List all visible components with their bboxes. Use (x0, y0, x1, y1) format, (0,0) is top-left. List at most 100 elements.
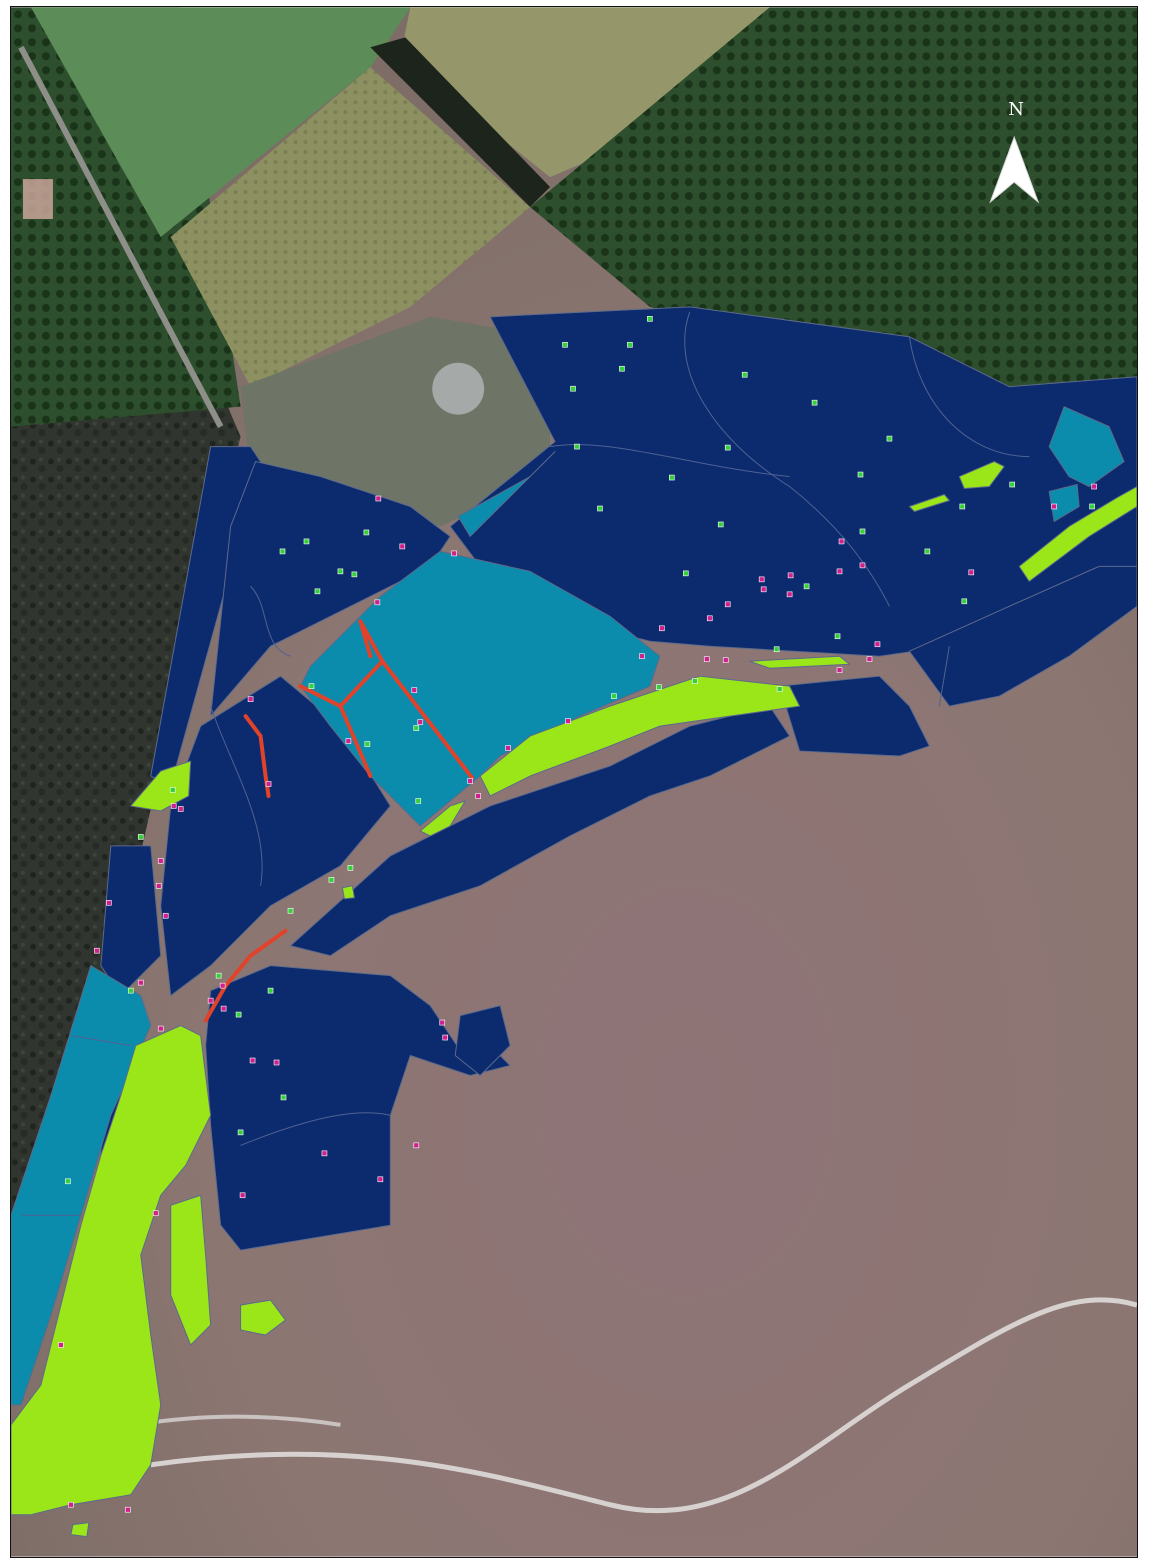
magenta-square-marker[interactable] (467, 778, 473, 784)
green-square-marker[interactable] (65, 1178, 71, 1185)
green-square-marker[interactable] (137, 834, 144, 840)
magenta-square-marker[interactable] (377, 1176, 384, 1183)
magenta-square-marker[interactable] (106, 899, 112, 906)
magenta-square-marker[interactable] (399, 543, 406, 550)
aerial-map[interactable]: N (11, 7, 1137, 1557)
green-square-marker[interactable] (562, 341, 568, 348)
magenta-square-marker[interactable] (207, 997, 214, 1004)
magenta-square-marker[interactable] (157, 858, 164, 864)
green-square-marker[interactable] (776, 686, 783, 692)
magenta-square-marker[interactable] (1091, 483, 1097, 490)
green-square-marker[interactable] (337, 568, 344, 575)
magenta-square-marker[interactable] (787, 572, 794, 579)
green-square-marker[interactable] (741, 371, 748, 378)
polygon-teal-ne-small[interactable] (1048, 406, 1125, 488)
magenta-square-marker[interactable] (411, 687, 418, 693)
magenta-square-marker[interactable] (442, 1034, 449, 1041)
magenta-square-marker[interactable] (345, 738, 352, 744)
magenta-square-marker[interactable] (703, 656, 710, 663)
green-square-marker[interactable] (303, 538, 310, 545)
magenta-square-marker[interactable] (836, 667, 843, 673)
green-square-marker[interactable] (237, 1129, 244, 1136)
polygon-lime-small-ne[interactable] (958, 461, 1005, 490)
polygon-teal-left-long[interactable] (11, 965, 152, 1406)
magenta-square-marker[interactable] (706, 615, 713, 622)
polygon-lime-south-large[interactable] (11, 1025, 212, 1516)
magenta-square-marker[interactable] (874, 641, 881, 648)
green-square-marker[interactable] (627, 341, 633, 348)
green-square-marker[interactable] (235, 1011, 242, 1018)
green-square-marker[interactable] (413, 725, 420, 731)
green-square-marker[interactable] (683, 570, 689, 577)
polygon-teal-strip[interactable] (457, 451, 556, 537)
green-square-marker[interactable] (314, 588, 321, 595)
magenta-square-marker[interactable] (247, 696, 254, 702)
green-square-marker[interactable] (924, 548, 931, 555)
magenta-square-marker[interactable] (724, 601, 731, 608)
magenta-square-marker[interactable] (836, 568, 843, 575)
magenta-square-marker[interactable] (722, 657, 729, 664)
green-square-marker[interactable] (834, 633, 841, 640)
magenta-square-marker[interactable] (94, 947, 100, 954)
magenta-square-marker[interactable] (374, 599, 381, 606)
polygon-dark-blue-south[interactable] (205, 965, 511, 1251)
magenta-square-marker[interactable] (152, 1210, 159, 1217)
green-square-marker[interactable] (127, 987, 134, 994)
polygon-dark-blue-small-islet[interactable] (454, 1005, 511, 1076)
map-frame[interactable]: N (10, 6, 1138, 1558)
magenta-square-marker[interactable] (475, 793, 481, 799)
green-square-marker[interactable] (691, 678, 698, 684)
magenta-square-marker[interactable] (249, 1057, 256, 1064)
green-square-marker[interactable] (961, 598, 968, 605)
magenta-square-marker[interactable] (124, 1506, 131, 1513)
magenta-square-marker[interactable] (417, 719, 424, 725)
magenta-square-marker[interactable] (137, 979, 144, 986)
green-square-marker[interactable] (280, 1094, 287, 1101)
magenta-square-marker[interactable] (1051, 503, 1057, 510)
green-square-marker[interactable] (328, 877, 335, 883)
magenta-square-marker[interactable] (220, 1005, 227, 1012)
polygon-teal-ne-tiny[interactable] (1048, 484, 1080, 522)
polygon-lime-small-w[interactable] (130, 760, 192, 812)
green-square-marker[interactable] (364, 741, 371, 747)
green-square-marker[interactable] (811, 399, 818, 406)
green-square-marker[interactable] (279, 548, 286, 555)
green-square-marker[interactable] (656, 684, 662, 690)
green-square-marker[interactable] (287, 907, 294, 914)
green-square-marker[interactable] (857, 471, 864, 478)
green-square-marker[interactable] (1089, 503, 1095, 510)
magenta-square-marker[interactable] (786, 591, 793, 598)
magenta-square-marker[interactable] (505, 745, 511, 751)
polygon-dark-blue-lower-band[interactable] (290, 705, 791, 957)
magenta-square-marker[interactable] (219, 982, 226, 989)
green-square-marker[interactable] (773, 646, 780, 653)
green-square-marker[interactable] (1009, 481, 1016, 488)
green-square-marker[interactable] (574, 443, 580, 450)
channel-red-grid-4[interactable] (358, 619, 373, 659)
green-square-marker[interactable] (959, 503, 966, 510)
polygon-dark-blue-left-strip-2[interactable] (100, 845, 162, 997)
polygon-lime-strip-mid[interactable] (749, 655, 851, 669)
green-square-marker[interactable] (597, 505, 603, 512)
green-square-marker[interactable] (717, 521, 724, 528)
magenta-square-marker[interactable] (375, 495, 382, 502)
green-square-marker[interactable] (886, 435, 893, 442)
polygon-dark-blue-east-right[interactable] (908, 565, 1137, 707)
green-square-marker[interactable] (215, 972, 222, 979)
green-square-marker[interactable] (859, 528, 866, 535)
magenta-square-marker[interactable] (451, 550, 458, 557)
polygon-lime-tiny-mid[interactable] (341, 885, 355, 900)
magenta-square-marker[interactable] (413, 1142, 420, 1149)
magenta-square-marker[interactable] (273, 1059, 280, 1066)
magenta-square-marker[interactable] (859, 562, 866, 569)
green-square-marker[interactable] (169, 787, 176, 793)
magenta-square-marker[interactable] (439, 1019, 446, 1026)
polygon-lime-dash[interactable] (908, 494, 950, 512)
green-square-marker[interactable] (267, 987, 274, 994)
magenta-square-marker[interactable] (177, 806, 184, 812)
polygon-lime-south-blob[interactable] (240, 1299, 287, 1336)
magenta-square-marker[interactable] (838, 538, 845, 545)
magenta-square-marker[interactable] (155, 883, 162, 889)
magenta-square-marker[interactable] (565, 718, 571, 724)
green-square-marker[interactable] (347, 865, 354, 871)
